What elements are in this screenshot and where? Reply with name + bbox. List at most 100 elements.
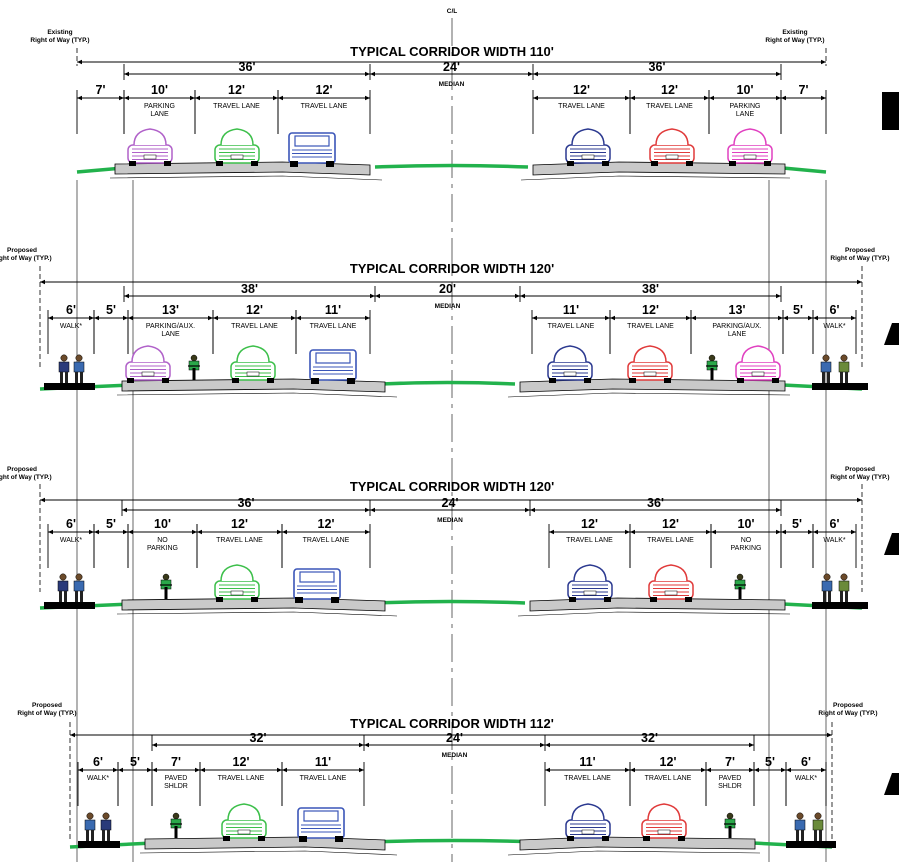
lane-label-left: TRAVEL LANE <box>218 775 265 782</box>
row-label-left: Proposed <box>7 466 37 473</box>
lane-width-left: 5' <box>106 303 116 317</box>
lane-width-right: 10' <box>737 83 754 97</box>
truck-icon <box>293 568 341 603</box>
pedestrian-icon <box>820 354 832 383</box>
sidewalk <box>44 602 95 609</box>
lane-label-right: LANE <box>728 331 747 338</box>
half-width-left-label: 32' <box>250 731 267 745</box>
half-width-right-label: 36' <box>647 496 664 510</box>
lane-width-left: 13' <box>162 303 179 317</box>
lane-label-right: TRAVEL LANE <box>558 103 605 110</box>
lane-width-right: 7' <box>799 83 809 97</box>
corridor-width-line <box>40 497 862 503</box>
corridor-width-line <box>40 279 862 285</box>
pavement-right <box>519 378 786 393</box>
lane-width-left: 12' <box>318 517 335 531</box>
sidewalk <box>812 383 868 390</box>
lane-label-right: WALK* <box>823 323 846 330</box>
car-icon <box>735 345 781 383</box>
lane-width-right: 12' <box>573 83 590 97</box>
lane-dim-line-right <box>630 529 711 535</box>
lane-width-right: 5' <box>793 303 803 317</box>
base-course-right <box>507 850 761 856</box>
lane-label-left: TRAVEL LANE <box>300 775 347 782</box>
lane-dim-line-left <box>195 95 278 101</box>
median-width-label: 24' <box>442 496 459 510</box>
sidewalk <box>812 602 868 609</box>
row-label-left: Proposed <box>7 247 37 254</box>
lane-width-left: 6' <box>66 517 76 531</box>
lane-dim-line-right <box>754 767 786 773</box>
car-icon <box>125 345 171 383</box>
row-label-right: Proposed <box>833 702 863 709</box>
grass-right <box>782 166 827 174</box>
lane-dim-line-right <box>813 529 856 535</box>
sidewalk <box>44 383 95 390</box>
median-width-label: 24' <box>443 60 460 74</box>
base-course-left <box>109 175 383 181</box>
sidewalk <box>786 841 836 848</box>
half-width-line-left <box>152 742 364 748</box>
lane-dim-line-left <box>77 95 124 101</box>
lane-label-left: LANE <box>150 111 169 118</box>
lane-dim-line-right <box>706 767 754 773</box>
median-width-line <box>364 742 545 748</box>
lane-label-left: WALK* <box>60 537 83 544</box>
pedestrian-icon <box>794 812 806 841</box>
lane-dim-line-right <box>781 95 826 101</box>
lane-width-left: 10' <box>154 517 171 531</box>
lane-label-right: PARKING <box>730 103 761 110</box>
lane-width-left: 12' <box>316 83 333 97</box>
lane-width-right: 12' <box>642 303 659 317</box>
centerline-label: C/L <box>447 8 458 15</box>
half-width-right-label: 32' <box>641 731 658 745</box>
lane-width-left: 7' <box>96 83 106 97</box>
section-title: TYPICAL CORRIDOR WIDTH 110' <box>350 44 554 59</box>
row-label-right: Proposed <box>845 247 875 254</box>
car-icon <box>221 803 267 841</box>
pavement-right <box>529 597 786 612</box>
half-width-left-label: 36' <box>239 60 256 74</box>
median-width-line <box>375 293 520 299</box>
lane-label-left: WALK* <box>87 775 110 782</box>
lane-dim-line-left <box>128 529 197 535</box>
base-course-right <box>520 175 791 181</box>
half-width-line-left <box>122 507 370 513</box>
lane-dim-line-left <box>152 767 200 773</box>
median-label: MEDIAN <box>439 81 465 88</box>
edge-mark <box>884 323 899 345</box>
lane-label-left: PAVED <box>165 775 188 782</box>
median-width-line <box>370 507 530 513</box>
truck-icon <box>297 807 345 842</box>
lane-dim-line-left <box>213 315 296 321</box>
lane-width-right: 6' <box>830 517 840 531</box>
pedestrian-icon <box>812 812 824 841</box>
row-label-right: Right of Way (TYP.) <box>830 474 889 481</box>
half-width-line-right <box>545 742 754 748</box>
lane-dim-line-right <box>532 315 610 321</box>
pavement-left <box>121 378 386 393</box>
lane-dim-line-left <box>94 529 128 535</box>
row-label-right: Right of Way (TYP.) <box>830 255 889 262</box>
lane-width-left: 5' <box>130 755 140 769</box>
row-label-right: Right of Way (TYP.) <box>818 710 877 717</box>
section-title: TYPICAL CORRIDOR WIDTH 120' <box>350 479 554 494</box>
lane-label-left: WALK* <box>60 323 83 330</box>
lane-dim-line-right <box>709 95 781 101</box>
bicyclist-icon <box>724 812 736 838</box>
median-grass <box>368 838 541 844</box>
lane-dim-line-right <box>813 315 856 321</box>
lane-dim-line-right <box>711 529 781 535</box>
lane-label-right: TRAVEL LANE <box>566 537 613 544</box>
lane-width-left: 12' <box>228 83 245 97</box>
lane-width-right: 12' <box>662 517 679 531</box>
corridor-width-line <box>77 59 826 65</box>
bicyclist-icon <box>170 812 182 838</box>
pedestrian-icon <box>100 812 112 841</box>
lane-label-left: TRAVEL LANE <box>231 323 278 330</box>
lane-label-right: TRAVEL LANE <box>647 537 694 544</box>
truck-icon <box>309 349 357 384</box>
row-label-left: Existing <box>47 29 72 36</box>
lane-label-left: PARKING <box>144 103 175 110</box>
